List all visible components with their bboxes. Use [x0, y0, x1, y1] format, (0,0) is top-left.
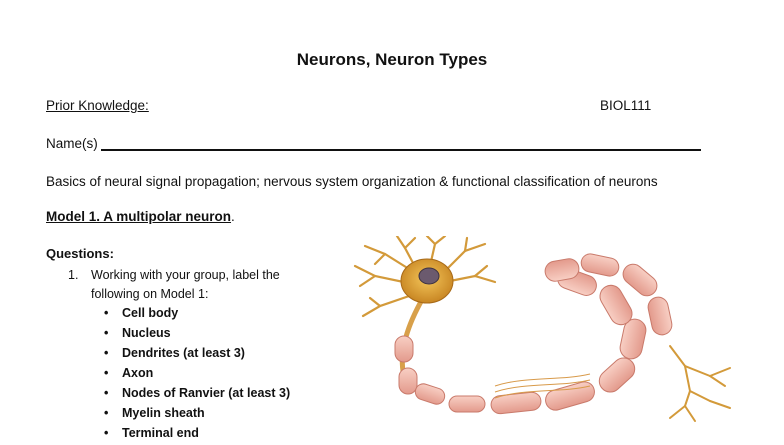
- label-checklist: • Cell body • Nucleus • Dendrites (at least…: [104, 305, 290, 445]
- prior-knowledge-label: Prior Knowledge:: [46, 98, 149, 113]
- bullet-icon: •: [104, 346, 109, 360]
- myelin-sheath: [394, 253, 673, 415]
- bullet-icon: •: [104, 386, 109, 400]
- list-item-label: Terminal end: [122, 426, 199, 440]
- dendrites: [353, 236, 497, 318]
- nucleus: [418, 267, 440, 285]
- multipolar-neuron-illustration: [353, 236, 731, 422]
- topics-line: Basics of neural signal propagation; ner…: [46, 174, 658, 189]
- list-item-label: Myelin sheath: [122, 406, 205, 420]
- terminal-end: [669, 345, 731, 422]
- question-text: Working with your group, label the follo…: [91, 268, 280, 301]
- name-blank-line: [100, 136, 701, 151]
- list-item-label: Nodes of Ranvier (at least 3): [122, 386, 291, 400]
- list-item-label: Cell body: [122, 306, 179, 320]
- questions-heading: Questions:: [46, 246, 114, 261]
- list-item-label: Nucleus: [122, 326, 171, 340]
- name-row: Name(s): [46, 136, 701, 151]
- name-label: Name(s): [46, 136, 98, 151]
- list-item: • Myelin sheath: [104, 405, 290, 425]
- list-item-label: Dendrites (at least 3): [122, 346, 245, 360]
- model-title-period: .: [231, 209, 235, 224]
- bullet-icon: •: [104, 326, 109, 340]
- bullet-icon: •: [104, 406, 109, 420]
- list-item: • Terminal end: [104, 425, 290, 445]
- axon-cutaway: [494, 373, 591, 399]
- course-code: BIOL111: [600, 98, 652, 113]
- bullet-icon: •: [104, 426, 109, 440]
- list-item: • Nucleus: [104, 325, 290, 345]
- list-item: • Axon: [104, 365, 290, 385]
- list-item: • Dendrites (at least 3): [104, 345, 290, 365]
- page-title: Neurons, Neuron Types: [296, 50, 488, 69]
- bullet-icon: •: [104, 366, 109, 380]
- list-item: • Cell body: [104, 305, 290, 325]
- question-number: 1.: [68, 268, 79, 282]
- list-item-label: Axon: [122, 366, 154, 380]
- model-title: Model 1. A multipolar neuron: [46, 209, 232, 224]
- model-heading: Model 1. A multipolar neuron.: [46, 209, 235, 224]
- bullet-icon: •: [104, 306, 109, 320]
- list-item: • Nodes of Ranvier (at least 3): [104, 385, 290, 405]
